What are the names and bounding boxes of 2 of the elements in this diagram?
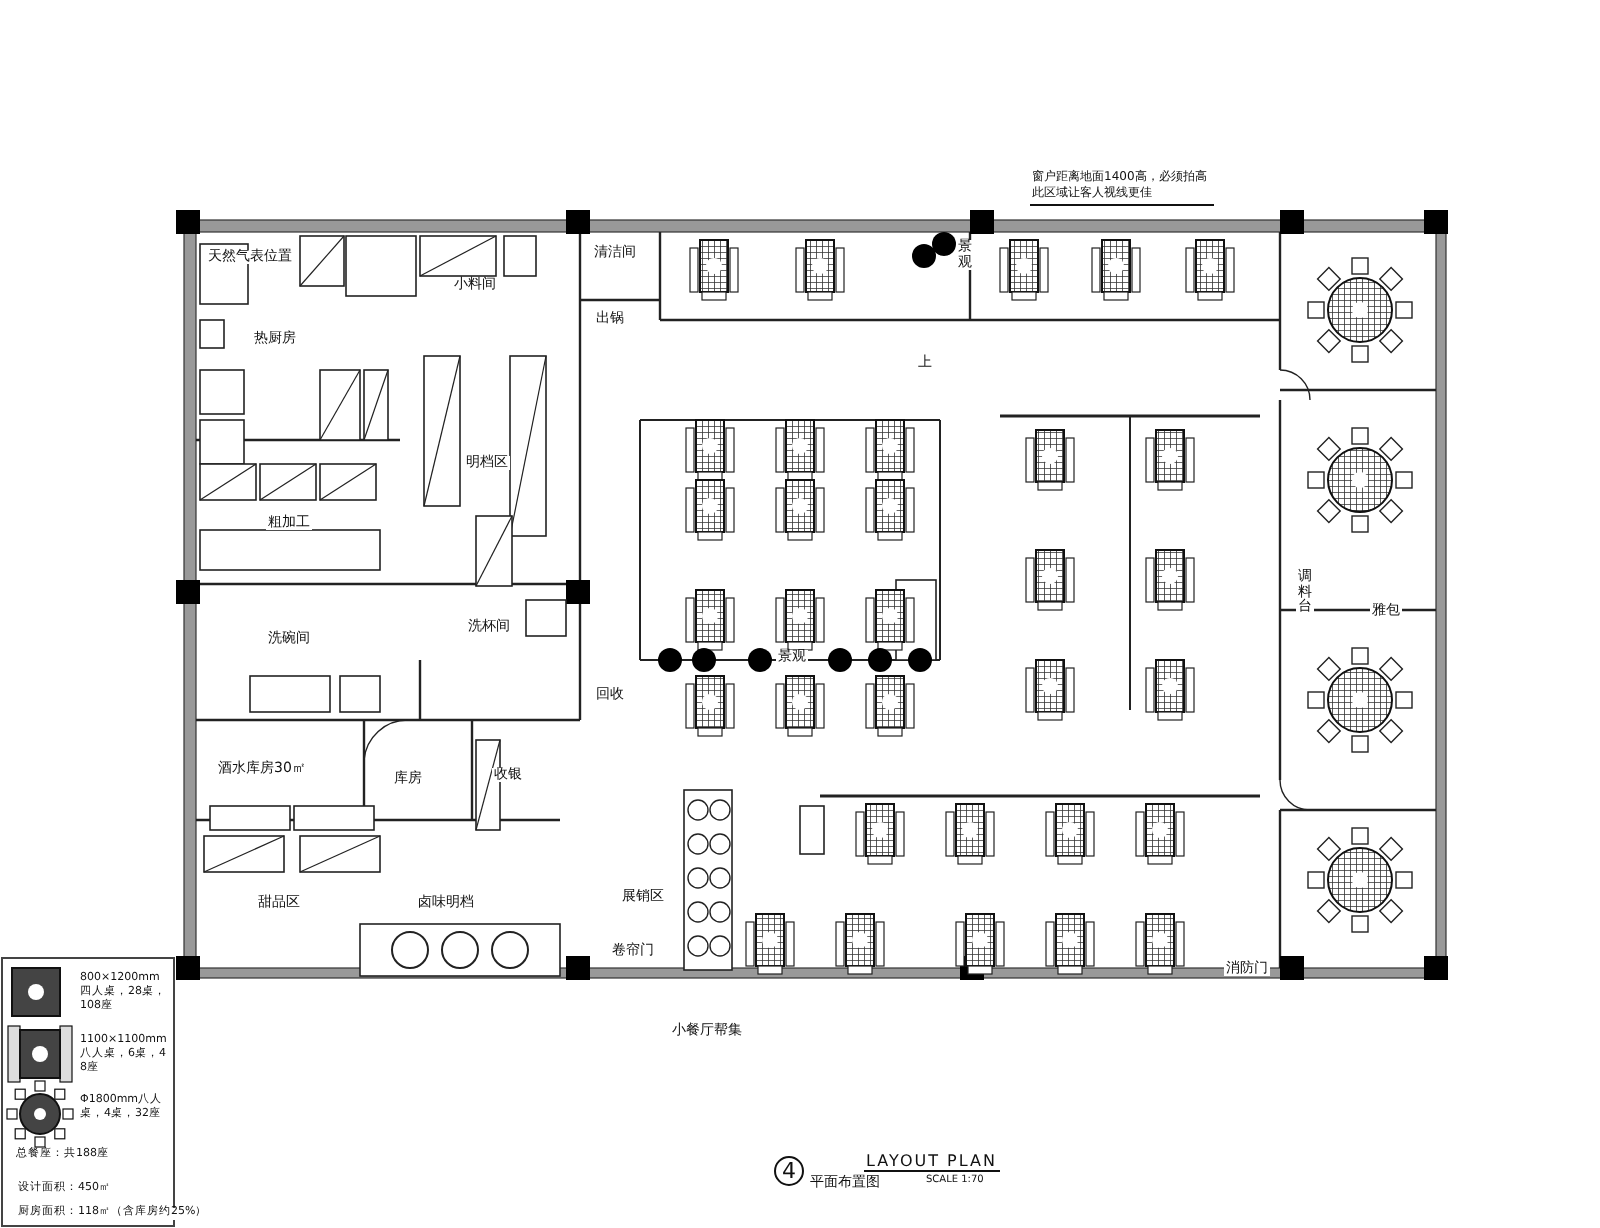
drawing-number: 4	[774, 1156, 804, 1186]
drawing-title: LAYOUT PLAN	[864, 1154, 1000, 1172]
